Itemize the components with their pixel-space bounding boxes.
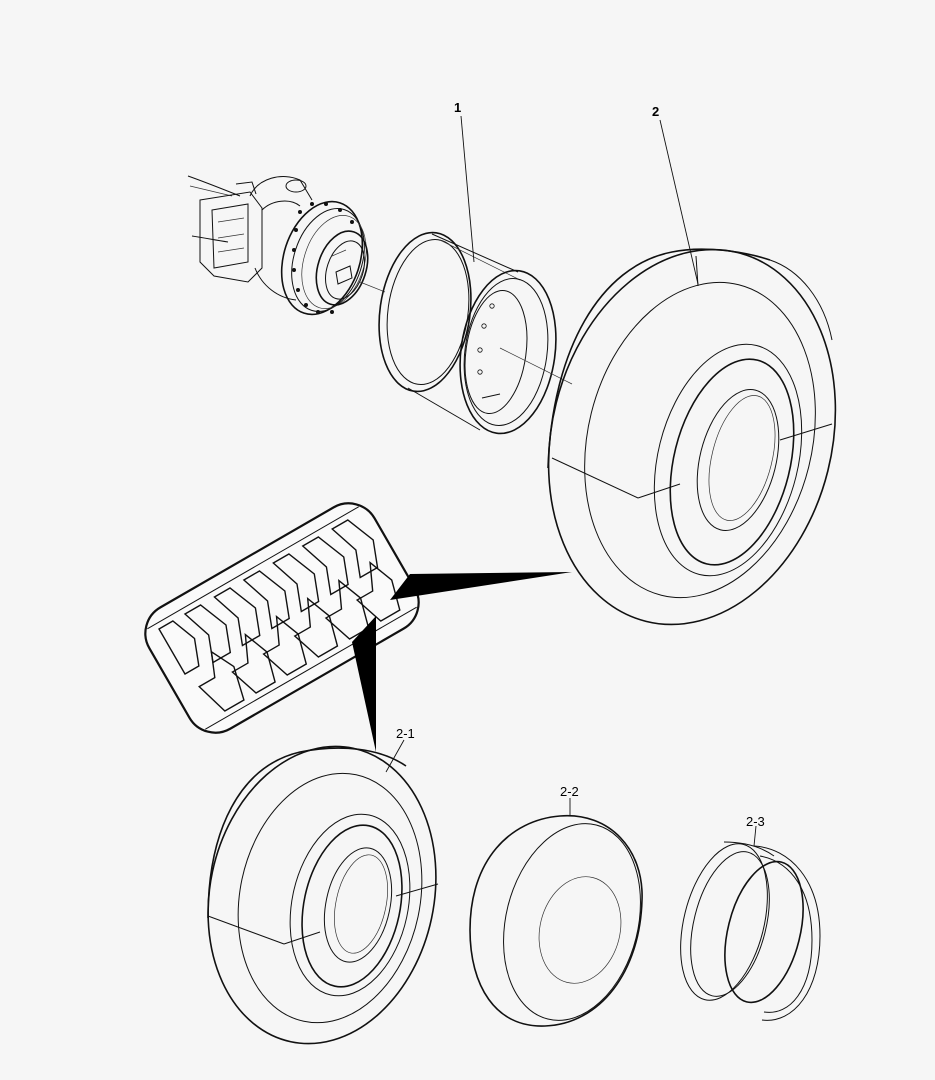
leader-flap [753,825,757,847]
tread-pattern-detail [144,502,420,734]
tire-assembly [547,248,837,626]
leader-tire-assembly [659,119,699,285]
detail-pointer-lower [352,616,376,752]
leader-tire [385,739,405,773]
callout-tire: 2-1 [396,726,415,741]
tire-flap [680,841,821,1021]
detail-pointer-upper [390,572,572,600]
tire [207,745,439,1045]
inner-tube [469,815,643,1027]
axle-hub-assembly [187,175,386,316]
callout-tube: 2-2 [560,784,579,799]
leader-rim [460,115,475,263]
callout-rim: 1 [454,100,461,115]
wheel-rim [378,231,573,435]
callout-tire-assembly: 2 [652,104,659,119]
callout-flap: 2-3 [746,814,765,829]
